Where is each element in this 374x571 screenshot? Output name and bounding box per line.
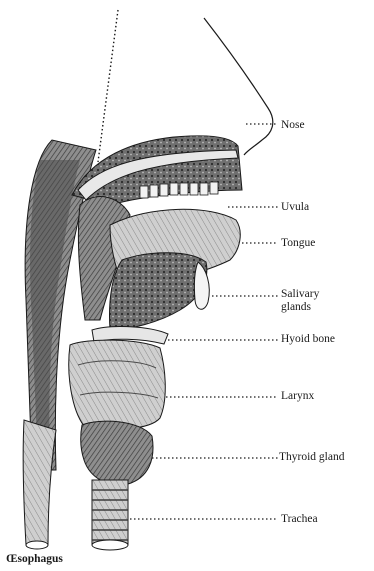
label-thyroid: Thyroid gland: [279, 451, 344, 464]
salivary-gland: [110, 253, 207, 330]
thyroid-body: [81, 421, 153, 485]
face-profile-line: [204, 18, 273, 155]
label-nose: Nose: [281, 119, 305, 132]
label-hyoid: Hyoid bone: [281, 333, 335, 346]
guide-line: [98, 10, 118, 162]
oesophagus-opening: [26, 541, 48, 549]
label-oesophagus: Œsophagus: [6, 553, 63, 566]
label-salivary-line2: glands: [281, 301, 311, 314]
oesophagus-tube: [23, 420, 56, 545]
label-tongue: Tongue: [281, 237, 315, 250]
label-salivary-line1: Salivary: [281, 288, 319, 301]
label-trachea: Trachea: [281, 513, 318, 526]
trachea-opening: [92, 540, 128, 550]
label-larynx: Larynx: [281, 390, 314, 403]
label-uvula: Uvula: [281, 201, 309, 214]
larynx-body: [69, 340, 166, 429]
